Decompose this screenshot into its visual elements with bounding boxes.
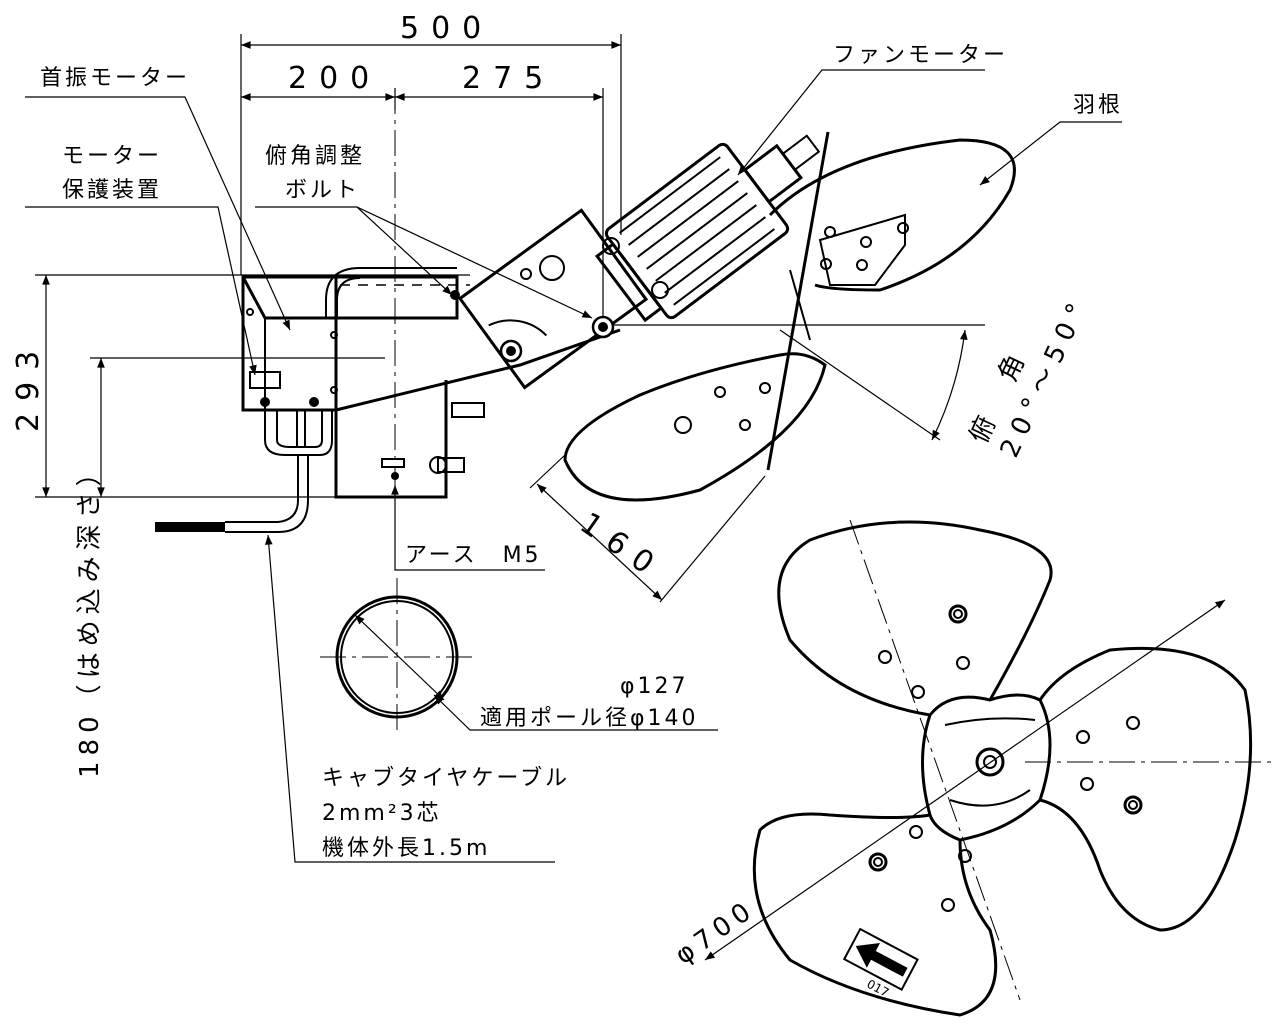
label-fan-motor: ファンモーター xyxy=(833,43,1008,68)
front-view-fan: 017 xyxy=(752,519,1275,1017)
label-pole-inner: φ127 xyxy=(620,674,689,699)
label-motor-protection-1: モーター xyxy=(62,144,162,169)
swing-motor-housing xyxy=(241,275,338,412)
dim-180: 180（はめ込み深さ） xyxy=(75,454,105,778)
dim-tilt-angle: 俯 角20°～50° xyxy=(964,277,1095,462)
leader-lines xyxy=(25,69,1122,863)
dim-275: 275 xyxy=(462,61,555,96)
label-tilt-bolt-2: ボルト xyxy=(285,178,360,203)
side-blades xyxy=(563,131,1016,502)
dim-700: φ700 xyxy=(670,894,762,971)
dim-500: 500 xyxy=(400,11,493,46)
label-blade: 羽根 xyxy=(1073,93,1123,118)
upper-blade xyxy=(768,138,1016,292)
label-cable-3: 機体外長1.5m xyxy=(322,836,490,861)
label-pole-applicable: 適用ポール径φ140 xyxy=(480,706,699,731)
label-swing-motor: 首振モーター xyxy=(40,66,190,91)
dim-160: 160 xyxy=(573,506,669,588)
dim-293: 293 xyxy=(11,339,46,432)
label-texts: 首振モーター モーター 保護装置 俯角調整 ボルト ファンモーター 羽根 アース… xyxy=(40,43,1123,861)
front-blade-top xyxy=(777,520,1053,717)
pole-section xyxy=(320,578,475,735)
front-hub xyxy=(921,693,1052,842)
lower-blade xyxy=(563,352,827,502)
side-view xyxy=(155,88,821,533)
front-blade-bottom xyxy=(752,812,998,1017)
fan-motor-body xyxy=(594,134,821,323)
dimension-texts: 500 200 275 293 180（はめ込み深さ） 160 φ700 俯 角… xyxy=(11,11,1096,971)
label-cable-2: 2mm²3芯 xyxy=(322,801,442,826)
dim-200: 200 xyxy=(288,61,381,96)
front-blade-right xyxy=(1038,646,1253,932)
dimension-lines xyxy=(35,34,1226,961)
label-cable-1: キャブタイヤケーブル xyxy=(322,766,570,791)
label-earth: アース M5 xyxy=(405,543,542,568)
label-motor-protection-2: 保護装置 xyxy=(62,178,162,203)
label-tilt-bolt-1: 俯角調整 xyxy=(265,144,365,169)
